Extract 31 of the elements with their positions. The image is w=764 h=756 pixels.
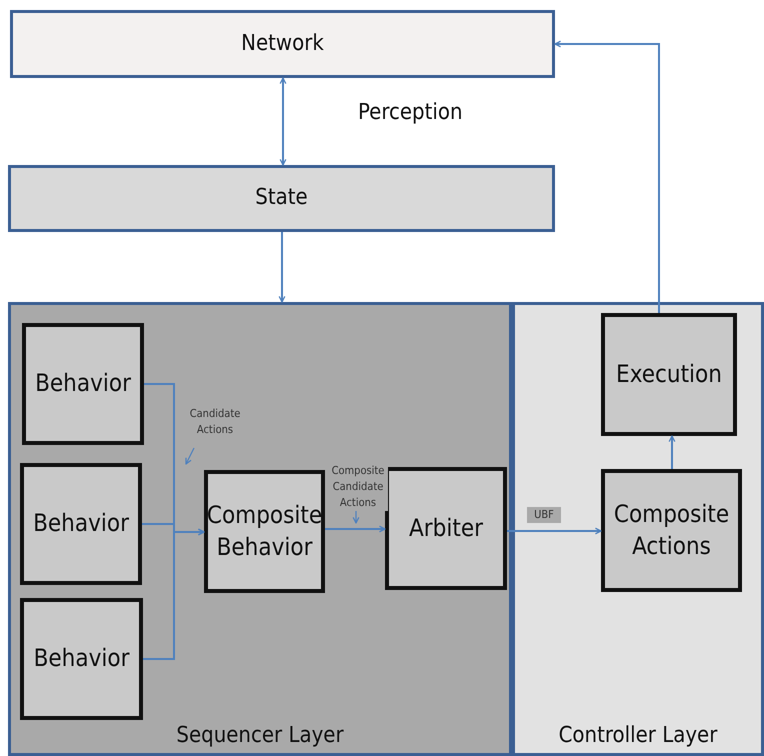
node-label: Behavior bbox=[35, 368, 131, 400]
arrow bbox=[278, 232, 286, 303]
process-box bbox=[20, 598, 143, 720]
layer-panel bbox=[512, 302, 764, 756]
edge-label: UBF bbox=[527, 507, 561, 523]
process-box bbox=[204, 470, 325, 593]
layer-bar bbox=[8, 165, 555, 232]
node-label: Execution bbox=[616, 358, 722, 390]
arrow bbox=[143, 528, 205, 660]
arrow bbox=[280, 77, 286, 166]
arrow bbox=[554, 40, 660, 313]
process-box bbox=[22, 323, 144, 445]
node-label: Composite Behavior bbox=[206, 500, 322, 562]
process-box bbox=[601, 469, 742, 592]
arrow bbox=[325, 526, 386, 532]
node-label: Controller Layer bbox=[558, 722, 718, 750]
annotation-label: Perception bbox=[358, 100, 463, 125]
process-box bbox=[385, 467, 507, 590]
layer-bar bbox=[10, 10, 555, 78]
layer-panel bbox=[8, 302, 512, 756]
arrow bbox=[668, 435, 676, 469]
arrow bbox=[507, 528, 602, 534]
node-label: Arbiter bbox=[409, 512, 483, 544]
process-box bbox=[601, 313, 737, 436]
node-label: State bbox=[255, 184, 308, 212]
node-label: Composite Actions bbox=[612, 499, 730, 562]
node-label: Behavior bbox=[34, 643, 130, 674]
node-label: Network bbox=[241, 30, 324, 58]
node-label: Behavior bbox=[33, 508, 129, 540]
process-box bbox=[20, 463, 142, 585]
node-label: Sequencer Layer bbox=[176, 722, 344, 750]
